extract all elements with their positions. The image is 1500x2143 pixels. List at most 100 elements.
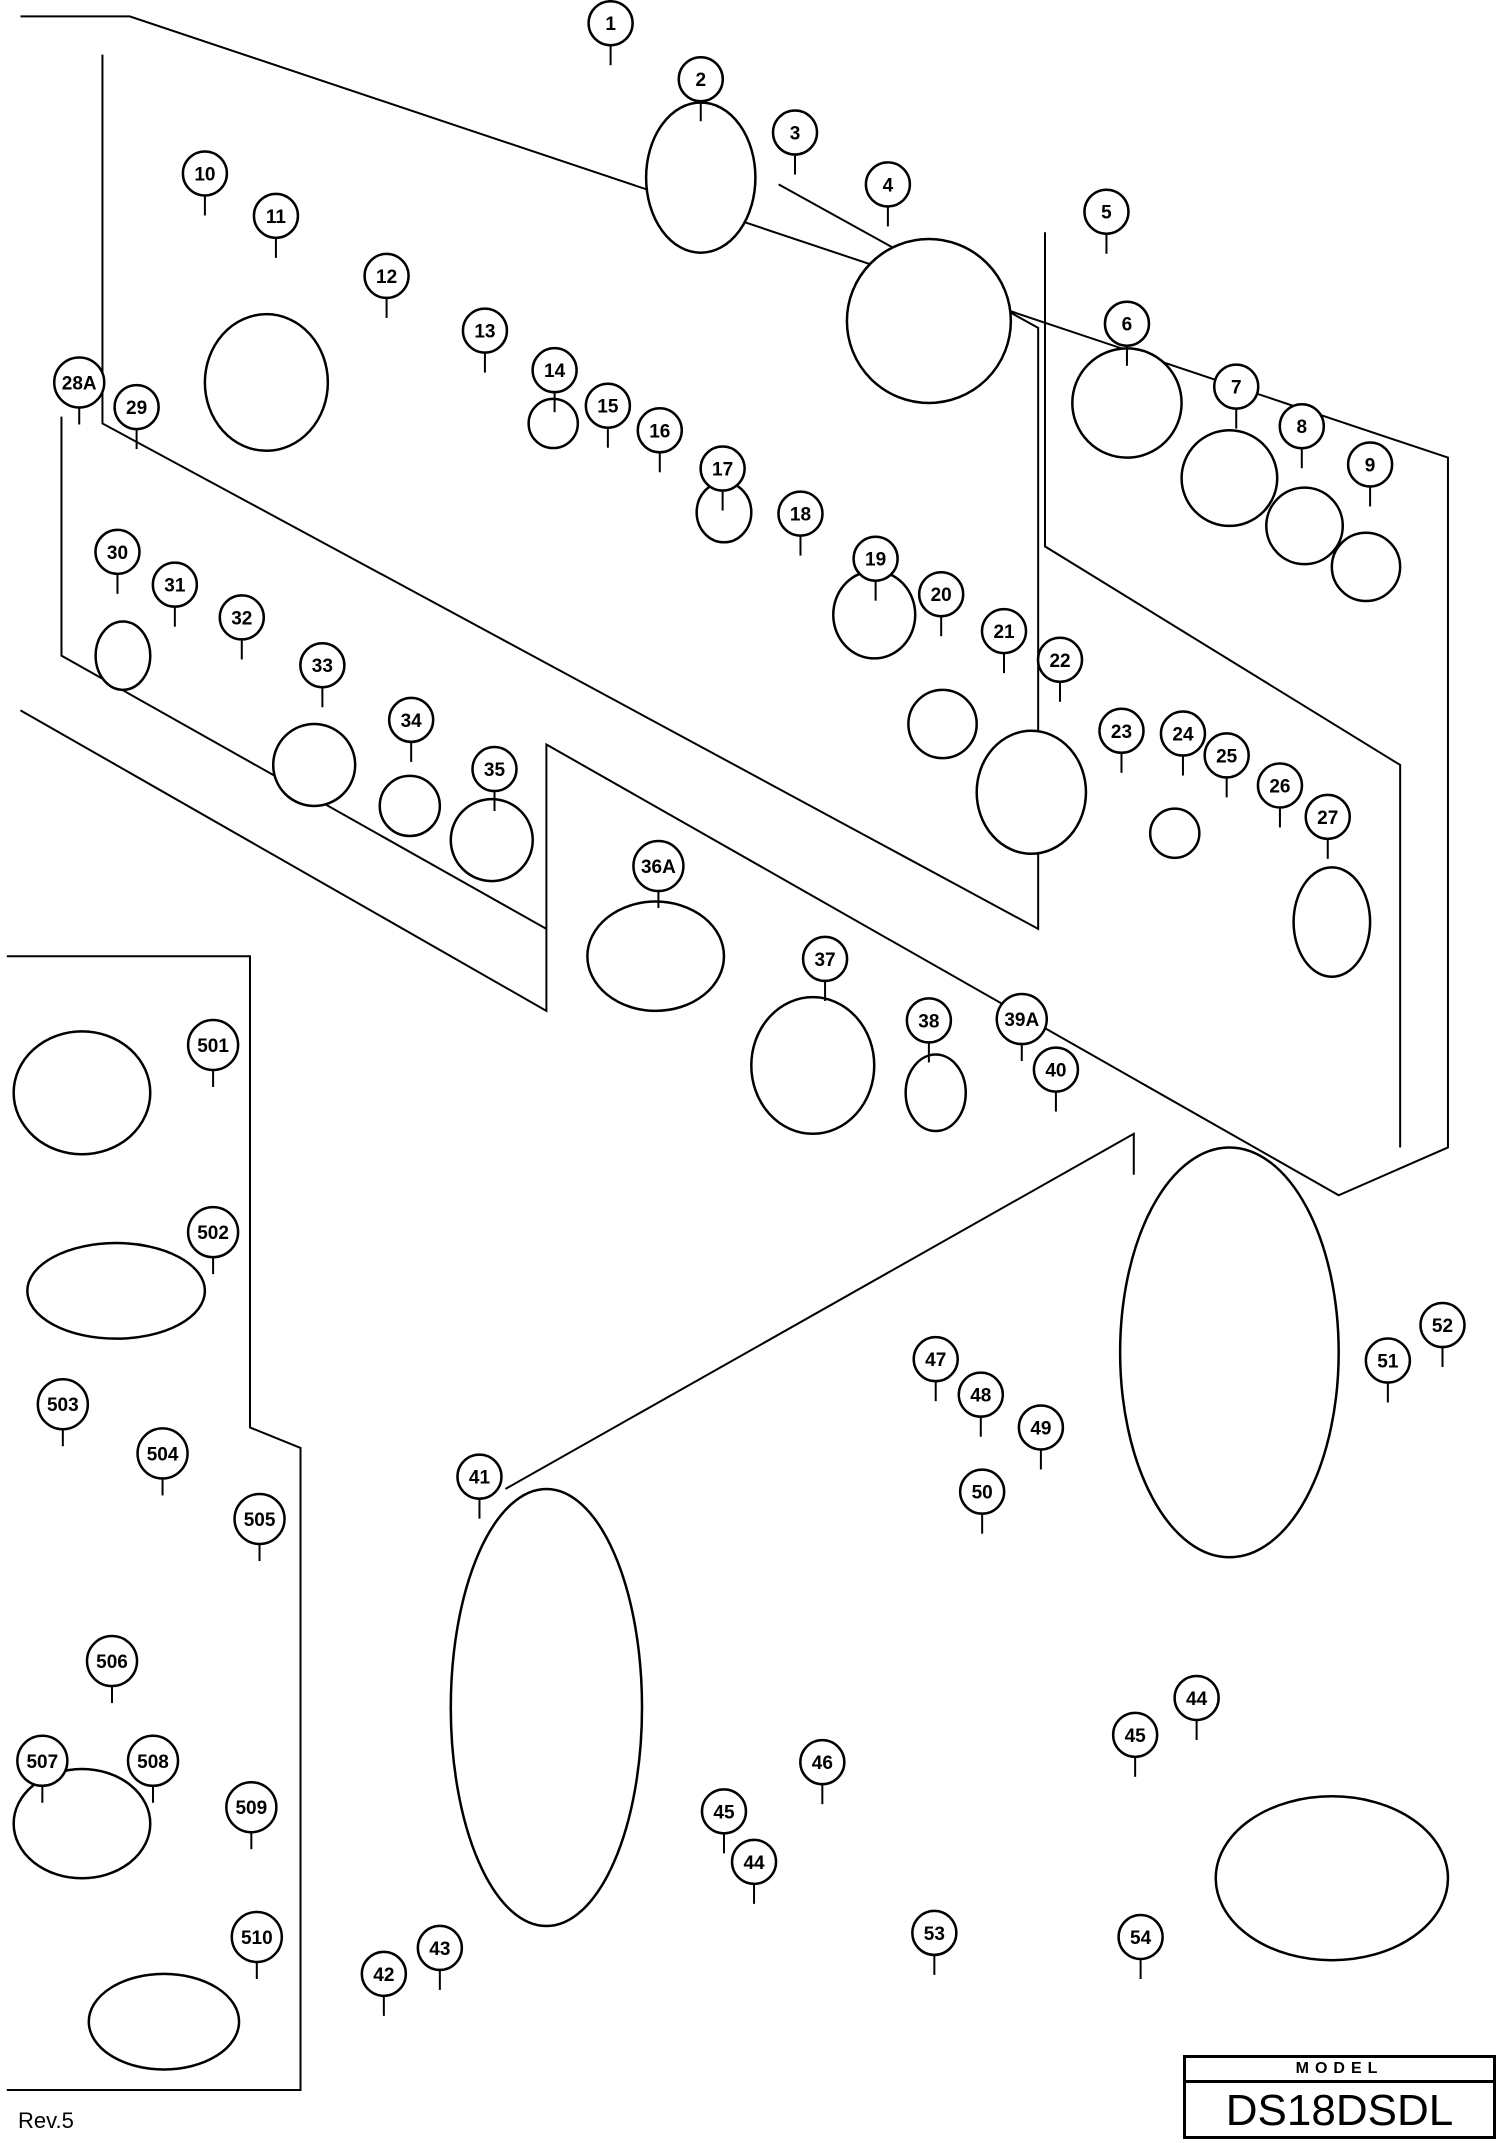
- callout-number: 54: [1130, 1928, 1152, 1949]
- callout-number: 48: [970, 1386, 991, 1407]
- callout-46: 46: [799, 1738, 846, 1805]
- callout-number: 49: [1030, 1418, 1051, 1439]
- callout-45: 45: [700, 1788, 748, 1854]
- callout-circle: [1256, 762, 1304, 809]
- callout-circle: [980, 607, 1028, 655]
- callout-circle: [126, 1734, 180, 1788]
- callout-circle: [584, 382, 632, 429]
- part-shape: [1180, 429, 1279, 528]
- callout-number: 32: [231, 608, 252, 629]
- callout-number: 38: [918, 1011, 939, 1032]
- callout-19: 19: [852, 535, 899, 601]
- part-shape: [94, 620, 152, 692]
- callout-44: 44: [1173, 1674, 1220, 1740]
- callout-16: 16: [636, 407, 684, 473]
- callout-42: 42: [360, 1950, 408, 2016]
- callout-circle: [387, 696, 435, 744]
- callout-7: 7: [1212, 363, 1260, 429]
- callout-circle: [85, 1634, 139, 1688]
- part-shape: [1292, 866, 1372, 978]
- callout-number: 505: [244, 1510, 276, 1531]
- callout-number: 45: [1125, 1726, 1147, 1747]
- callout-15: 15: [584, 382, 632, 448]
- part-shape: [449, 1487, 644, 1928]
- callout-10: 10: [181, 150, 229, 216]
- callout-36A: 36A: [632, 839, 685, 909]
- part-shape: [1118, 1146, 1340, 1559]
- callout-circle: [995, 992, 1049, 1046]
- callout-506: 506: [85, 1634, 139, 1704]
- callout-circle: [136, 1427, 189, 1480]
- part-shape: [1265, 486, 1345, 566]
- callout-circle: [1212, 363, 1260, 410]
- callout-504: 504: [136, 1427, 189, 1496]
- callout-circle: [416, 1924, 464, 1972]
- callout-number: 35: [484, 760, 506, 781]
- callout-51: 51: [1364, 1337, 1412, 1403]
- callout-4: 4: [864, 161, 912, 227]
- callout-circle: [531, 346, 578, 394]
- callout-509: 509: [225, 1780, 278, 1850]
- callout-18: 18: [777, 490, 824, 556]
- callout-circle: [1032, 1046, 1080, 1093]
- callout-circle: [912, 1335, 959, 1383]
- callout-52: 52: [1419, 1301, 1466, 1368]
- callout-number: 31: [164, 576, 186, 597]
- callout-34: 34: [387, 696, 435, 762]
- callout-number: 29: [126, 398, 147, 419]
- callout-circle: [1098, 707, 1145, 755]
- callout-number: 45: [713, 1802, 735, 1823]
- callout-14: 14: [531, 346, 578, 413]
- callout-24: 24: [1159, 710, 1207, 776]
- callout-1: 1: [587, 0, 634, 66]
- model-box: MODEL DS18DSDL: [1183, 2055, 1496, 2139]
- assembly-frame-line: [60, 416, 547, 930]
- callout-501: 501: [186, 1018, 240, 1087]
- callout-circle: [677, 55, 725, 103]
- callout-2: 2: [677, 55, 725, 122]
- callout-number: 40: [1045, 1061, 1066, 1082]
- callout-circle: [252, 192, 300, 240]
- part-shape: [975, 729, 1088, 856]
- part-shape: [1330, 531, 1402, 603]
- callout-number: 501: [197, 1036, 229, 1057]
- callout-circle: [360, 1950, 408, 1998]
- callout-circle: [1304, 793, 1352, 841]
- callout-circle: [230, 1910, 284, 1964]
- revision-label: Rev.5: [18, 2108, 74, 2133]
- callout-number: 16: [649, 421, 670, 442]
- model-name: DS18DSDL: [1225, 2086, 1454, 2135]
- callout-number: 53: [924, 1924, 945, 1945]
- callout-43: 43: [416, 1924, 464, 1990]
- part-shape: [907, 688, 978, 760]
- callout-number: 47: [925, 1350, 946, 1371]
- callout-number: 26: [1269, 776, 1290, 797]
- callout-number: 37: [814, 950, 835, 971]
- part-shape: [832, 569, 917, 660]
- callout-circle: [632, 839, 685, 893]
- callout-circle: [1117, 1913, 1164, 1961]
- callout-505: 505: [233, 1492, 286, 1561]
- part-shape: [12, 1767, 152, 1880]
- part-shape: [1214, 1795, 1450, 1962]
- part-shape: [87, 1972, 241, 2071]
- callout-circle: [16, 1734, 69, 1788]
- callout-number: 12: [376, 267, 397, 288]
- callout-circle: [461, 307, 509, 354]
- callout-26: 26: [1256, 762, 1304, 828]
- callout-number: 36A: [641, 857, 676, 878]
- callout-45: 45: [1111, 1711, 1159, 1777]
- callout-number: 5: [1101, 203, 1112, 224]
- callout-28A: 28A: [52, 356, 106, 425]
- callout-circle: [864, 161, 912, 208]
- callout-circle: [699, 445, 746, 492]
- part-shape: [203, 312, 330, 453]
- callout-circle: [225, 1780, 278, 1834]
- callout-49: 49: [1017, 1404, 1065, 1470]
- callout-circle: [1083, 188, 1130, 235]
- callout-54: 54: [1117, 1913, 1164, 1979]
- callout-number: 44: [743, 1853, 765, 1874]
- callout-number: 41: [469, 1468, 491, 1489]
- callout-number: 506: [96, 1652, 128, 1673]
